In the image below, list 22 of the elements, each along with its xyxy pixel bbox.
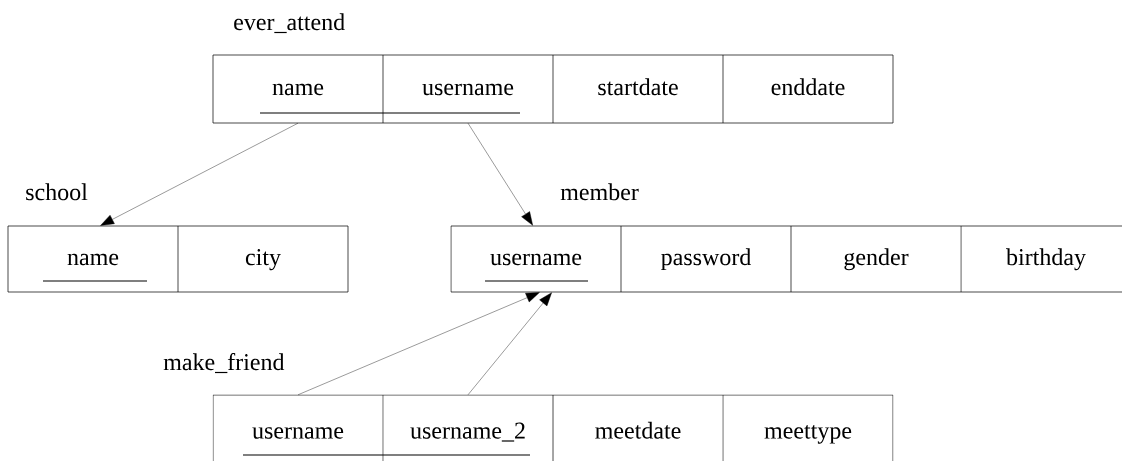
table-cell: meettype xyxy=(722,394,894,461)
table-cell: username_2 xyxy=(382,394,554,461)
table-cell: birthday xyxy=(960,225,1122,293)
table-cell: meetdate xyxy=(552,394,724,461)
arrow xyxy=(467,292,552,395)
table-cell: name xyxy=(212,54,384,124)
table-cell: username xyxy=(212,394,384,461)
node-label: member xyxy=(560,183,639,201)
arrow xyxy=(297,292,540,395)
table-cell: city xyxy=(177,225,349,293)
table-cell: enddate xyxy=(722,54,894,124)
arrow xyxy=(100,123,299,226)
table-cell: gender xyxy=(790,225,962,293)
arrow xyxy=(467,123,533,226)
node-label: ever_attend xyxy=(234,13,345,34)
node-label: make_friend xyxy=(163,353,285,374)
table-cell: username xyxy=(450,225,622,293)
table-cell: name xyxy=(7,225,179,293)
table-cell: username xyxy=(382,54,554,124)
table-cell: password xyxy=(620,225,792,293)
node-label: school xyxy=(26,183,88,201)
table-cell: startdate xyxy=(552,54,724,124)
